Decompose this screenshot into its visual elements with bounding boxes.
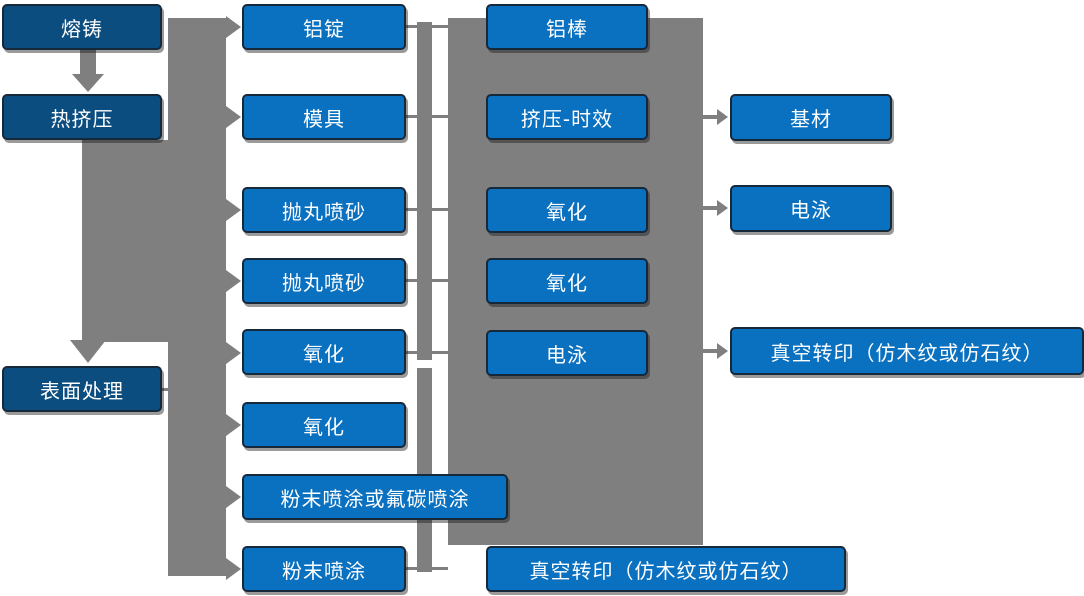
node-shot-blasting-2: 抛丸喷砂: [242, 258, 406, 304]
arrow-right-to-substrate-icon: [717, 109, 728, 125]
connector-row-shot-blasting-2: [406, 279, 448, 282]
node-substrate: 基材: [730, 94, 892, 141]
arrow-right-to-oxidation-2-icon: [226, 414, 241, 436]
connector-row-ingot: [406, 25, 448, 28]
arrow-right-to-powder-coating-icon: [226, 558, 241, 580]
arrow-right-to-aluminum-ingot-icon: [226, 16, 241, 38]
connector-line-to-vacuum-transfer-2: [703, 349, 717, 353]
connector-mid-band-lower: [417, 368, 432, 572]
node-oxidation-3: 氧化: [486, 187, 648, 233]
connector-row-powder-coating: [406, 567, 448, 570]
arrow-right-to-electrophoresis-2-icon: [717, 200, 728, 216]
node-vacuum-transfer-2: 真空转印（仿木纹或仿石纹）: [730, 327, 1084, 375]
arrow-down-melt-to-hot-extrusion-icon: [72, 50, 104, 92]
connector-row-shot-blasting-1: [406, 208, 448, 211]
connector-row-oxidation-1: [406, 351, 448, 354]
connector-surface-treatment-stub: [161, 388, 181, 391]
connector-mid-band-upper: [417, 22, 432, 360]
arrow-right-to-vacuum-transfer-2-icon: [717, 343, 728, 359]
node-oxidation-2: 氧化: [242, 402, 406, 448]
node-surface-treatment: 表面处理: [2, 366, 162, 412]
node-oxidation-4: 氧化: [486, 258, 648, 304]
arrow-right-to-powder-or-fluorocarbon-icon: [226, 486, 241, 508]
node-melt: 熔铸: [2, 4, 162, 50]
arrow-right-to-shot-blasting-1-icon: [226, 199, 241, 221]
node-hot-extrusion: 热挤压: [2, 94, 162, 140]
connector-line-to-substrate: [703, 115, 717, 119]
node-vacuum-transfer-1: 真空转印（仿木纹或仿石纹）: [486, 546, 846, 592]
arrow-right-to-shot-blasting-2-icon: [226, 270, 241, 292]
arrow-down-to-surface-treatment-icon: [70, 340, 106, 363]
node-shot-blasting-1: 抛丸喷砂: [242, 187, 406, 233]
node-powder-coating: 粉末喷涂: [242, 546, 406, 592]
arrow-right-to-oxidation-1-icon: [226, 342, 241, 364]
connector-line-to-electrophoresis-2: [703, 206, 717, 210]
node-electrophoresis-1: 电泳: [486, 330, 648, 376]
connector-left-block: [82, 140, 226, 342]
node-extrusion-aging: 挤压-时效: [486, 94, 648, 140]
node-aluminum-ingot: 铝锭: [242, 4, 406, 50]
arrow-right-to-mold-icon: [226, 106, 241, 128]
node-oxidation-1: 氧化: [242, 329, 406, 375]
node-powder-or-fluorocarbon-coating: 粉末喷涂或氟碳喷涂: [242, 474, 508, 520]
node-mold: 模具: [242, 94, 406, 140]
node-aluminum-rod: 铝棒: [486, 4, 648, 50]
node-electrophoresis-2: 电泳: [730, 185, 892, 232]
connector-row-mold: [406, 115, 448, 118]
